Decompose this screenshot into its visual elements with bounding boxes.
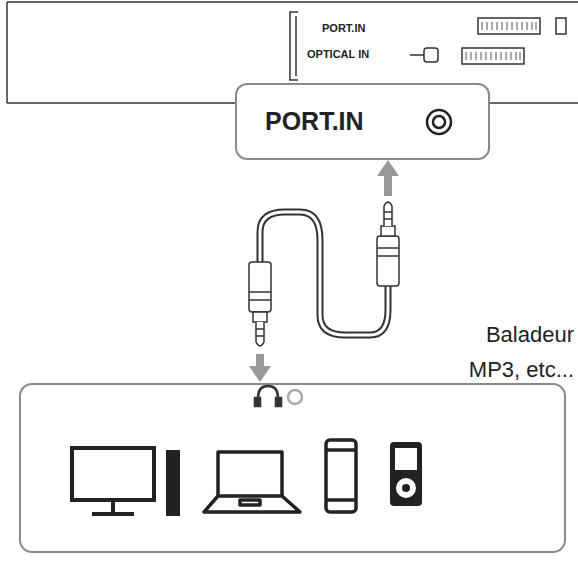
laptop xyxy=(204,452,300,512)
port-label: OPTICAL IN xyxy=(307,48,369,60)
tv-monitor xyxy=(72,448,154,514)
callout-box: PORT.IN xyxy=(235,83,490,160)
mp3-player xyxy=(390,442,422,506)
device-caption: Baladeur MP3, etc... xyxy=(442,317,574,387)
jack-socket xyxy=(424,107,454,137)
pc-tower xyxy=(166,450,180,516)
cable xyxy=(260,212,388,335)
jack-plug xyxy=(249,262,271,346)
insert-arrow xyxy=(377,160,399,196)
port-name: PORT.IN xyxy=(265,107,364,136)
smartphone xyxy=(326,440,356,512)
headphone-symbol xyxy=(255,386,281,406)
port-label: PORT.IN xyxy=(322,22,365,34)
insert-arrow xyxy=(249,354,271,382)
jack-plug xyxy=(377,202,399,286)
source-devices-box xyxy=(20,384,565,552)
